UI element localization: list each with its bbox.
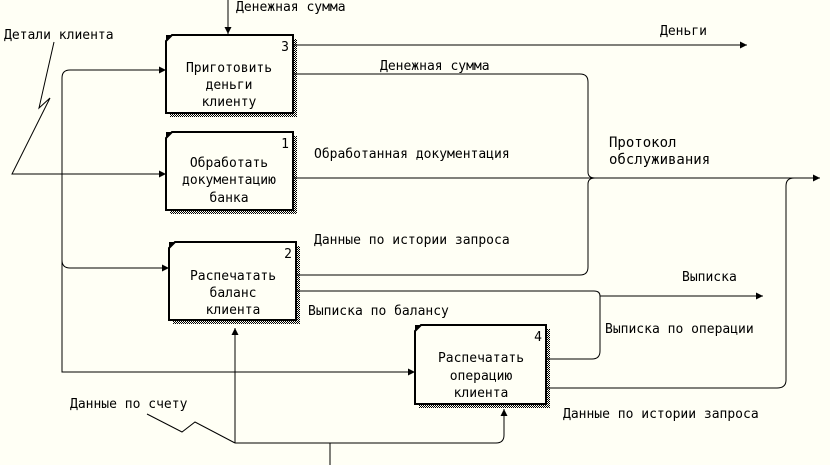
box-label-line: клиента bbox=[206, 303, 261, 318]
label-account-data: Данные по счету bbox=[70, 397, 188, 412]
money-sum-flow[interactable] bbox=[293, 73, 596, 179]
box-label-line: клиенту bbox=[202, 95, 257, 110]
label-request-history-bottom: Данные по истории запроса bbox=[563, 407, 759, 422]
branch-to-box2[interactable] bbox=[61, 174, 169, 272]
label-money-sum-top: Денежная сумма bbox=[236, 0, 346, 15]
label-balance-statement: Выписка по балансу bbox=[308, 304, 449, 319]
arrow-labels: Денежная сумма Детали клиента Деньги Ден… bbox=[4, 0, 759, 422]
box-label-line: Распечатать bbox=[438, 351, 524, 366]
box-label-line: клиента bbox=[454, 386, 509, 401]
label-money-out: Деньги bbox=[660, 24, 707, 39]
box-number: 4 bbox=[534, 330, 542, 345]
account-data-squiggle[interactable] bbox=[146, 413, 236, 444]
box-number: 3 bbox=[281, 40, 289, 55]
label-operation-statement: Выписка по операции bbox=[605, 322, 754, 337]
activity-box-1[interactable]: 1 Обработать документацию банка bbox=[165, 131, 297, 214]
box-label-line: операцию bbox=[450, 369, 513, 384]
arrows bbox=[11, 0, 820, 465]
operation-statement-flow[interactable] bbox=[546, 296, 601, 360]
box-label-line: деньги bbox=[206, 78, 253, 93]
activity-box-2[interactable]: 2 Распечатать баланс клиента bbox=[168, 241, 300, 324]
activity-box-3[interactable]: 3 Приготовить деньги клиенту bbox=[165, 34, 297, 117]
label-statement: Выписка bbox=[682, 270, 737, 285]
box-label-line: баланс bbox=[210, 286, 257, 301]
box-number: 1 bbox=[281, 137, 289, 152]
label-service-protocol-line1: Протокол bbox=[609, 135, 676, 151]
balance-statement-flow[interactable] bbox=[296, 290, 601, 297]
input-arrow-client-details[interactable] bbox=[11, 41, 62, 175]
box-label-line: документацию bbox=[182, 173, 276, 188]
request-history-flow[interactable] bbox=[296, 177, 596, 276]
activity-box-4[interactable]: 4 Распечатать операцию клиента bbox=[414, 324, 550, 408]
box-number: 2 bbox=[284, 247, 292, 262]
label-request-history-mid: Данные по истории запроса bbox=[314, 233, 510, 248]
box-label-line: банка bbox=[209, 191, 248, 206]
box-label-line: Приготовить bbox=[186, 61, 272, 76]
branch-to-box3[interactable] bbox=[61, 66, 166, 174]
box-label-line: Обработать bbox=[190, 156, 268, 171]
label-money-sum-mid: Денежная сумма bbox=[380, 59, 490, 74]
account-data-to-box4[interactable] bbox=[235, 409, 508, 444]
label-client-details: Детали клиента bbox=[4, 28, 114, 43]
box-label-line: Распечатать bbox=[190, 269, 276, 284]
label-service-protocol-line2: обслуживания bbox=[609, 152, 710, 168]
branch-to-box4[interactable] bbox=[61, 260, 415, 376]
label-processed-docs: Обработанная документация bbox=[314, 147, 510, 162]
request-history-bottom-flow[interactable] bbox=[546, 177, 795, 389]
